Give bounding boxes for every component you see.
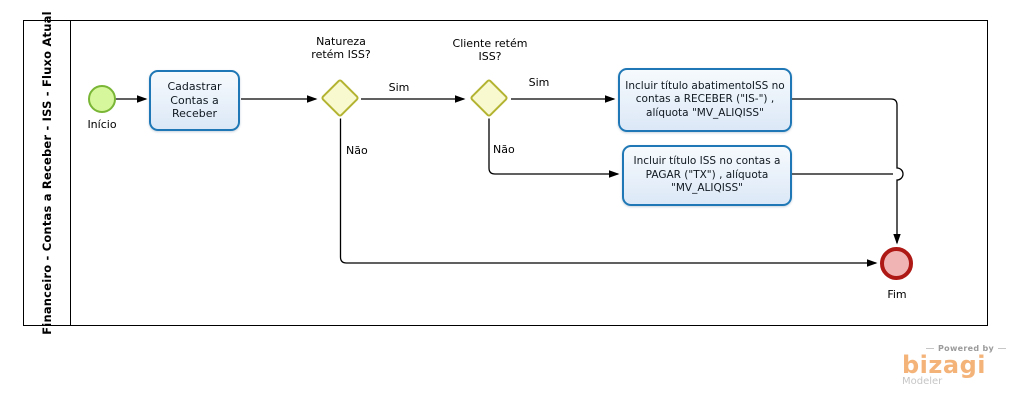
- task-cadastrar-label: Cadastrar Contas a Receber: [167, 80, 222, 121]
- task-pagar-label: Incluir título ISS no contas a PAGAR ("T…: [633, 155, 781, 195]
- powered-by-rule-right: [998, 348, 1006, 349]
- end-event[interactable]: [880, 247, 913, 280]
- gateway-natureza-label: Natureza retém ISS?: [311, 35, 371, 61]
- edge-label-natureza-sim: Sim: [388, 81, 410, 94]
- bizagi-branding: Powered by bizagi Modeler: [902, 344, 1006, 387]
- edge-label-cliente-sim: Sim: [528, 76, 550, 89]
- edge-label-cliente-nao: Não: [493, 143, 515, 156]
- task-incluir-titulo-pagar[interactable]: Incluir título ISS no contas a PAGAR ("T…: [622, 145, 792, 206]
- end-event-label: Fim: [887, 288, 907, 301]
- powered-by-text: Powered by: [938, 344, 994, 353]
- task-incluir-titulo-receber[interactable]: Incluir título abatimentoISS no contas a…: [618, 68, 792, 132]
- flow-task-receber-to-end[interactable]: [792, 98, 904, 245]
- powered-by-row: Powered by: [926, 344, 1006, 353]
- gateway-cliente-label: Cliente retém ISS?: [452, 37, 528, 63]
- edge-label-natureza-nao: Não: [346, 144, 368, 157]
- bizagi-modeler-label: Modeler: [902, 376, 943, 387]
- task-receber-label: Incluir título abatimentoISS no contas a…: [625, 79, 785, 119]
- start-event[interactable]: [88, 85, 116, 113]
- start-event-label: Início: [87, 118, 117, 131]
- bizagi-logo: bizagi: [902, 351, 986, 379]
- powered-by-rule-left: [926, 348, 934, 349]
- flow-natureza-nao-to-end[interactable]: [339, 118, 878, 267]
- lane-header[interactable]: Financeiro - Contas a Receber - ISS - Fl…: [24, 11, 71, 335]
- flow-cliente-nao-to-task-pagar[interactable]: [488, 118, 620, 178]
- task-cadastrar-contas[interactable]: Cadastrar Contas a Receber: [149, 70, 240, 131]
